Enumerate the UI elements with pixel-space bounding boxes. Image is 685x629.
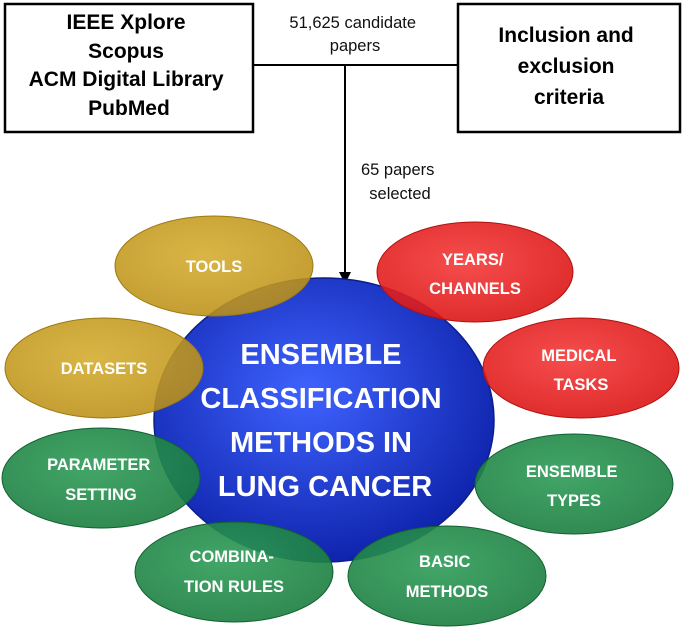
topic-combination-rules-ellipse	[134, 521, 334, 623]
center-ellipse	[153, 277, 495, 563]
topic-parameter-setting-label: PARAMETER SETTING	[47, 456, 155, 504]
topic-parameter-setting: PARAMETER SETTING	[1, 427, 201, 529]
candidate-papers-label: 51,625 candidate papers	[289, 14, 420, 55]
topic-datasets: DATASETS	[4, 317, 204, 419]
topic-ensemble-types-label: ENSEMBLE TYPES	[526, 463, 622, 510]
topic-medical-tasks: MEDICAL TASKS	[482, 317, 680, 419]
topic-basic-methods-label: BASIC METHODS	[406, 553, 489, 601]
sources-box	[3, 2, 255, 134]
topic-datasets-label: DATASETS	[61, 360, 147, 378]
topic-parameter-setting-ellipse	[1, 427, 201, 529]
sources-box-text: IEEE Xplore Scopus ACM Digital Library P…	[29, 11, 230, 120]
topic-ensemble-types: ENSEMBLE TYPES	[474, 433, 674, 535]
topic-tools-ellipse	[114, 215, 314, 317]
topic-datasets-ellipse	[4, 317, 204, 419]
topic-combination-rules: COMBINA- TION RULES	[134, 521, 334, 623]
criteria-box-text: Inclusion and exclusion criteria	[498, 24, 639, 109]
topic-years-channels: YEARS/ CHANNELS	[376, 221, 574, 323]
selected-papers-label: 65 papers selected	[361, 161, 439, 203]
topic-ensemble-types-ellipse	[474, 433, 674, 535]
topic-basic-methods: BASIC METHODS	[347, 525, 547, 627]
topic-years-channels-label: YEARS/ CHANNELS	[429, 251, 521, 298]
topic-medical-tasks-ellipse	[482, 317, 680, 419]
center-title: ENSEMBLE CLASSIFICATION METHODS IN LUNG …	[200, 339, 449, 503]
topic-tools: TOOLS	[114, 215, 314, 317]
topic-combination-rules-label: COMBINA- TION RULES	[184, 548, 284, 596]
topic-medical-tasks-label: MEDICAL TASKS	[541, 347, 620, 394]
topic-years-channels-ellipse	[376, 221, 574, 323]
topic-basic-methods-ellipse	[347, 525, 547, 627]
criteria-box	[456, 2, 682, 134]
topic-tools-label: TOOLS	[186, 258, 243, 276]
